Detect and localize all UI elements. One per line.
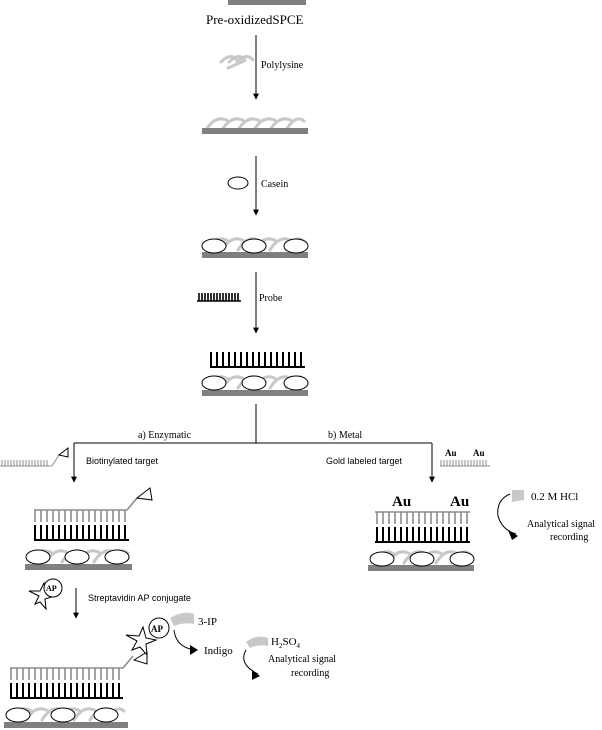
svg-text:Au: Au xyxy=(392,494,411,510)
casein-label: Casein xyxy=(261,179,288,190)
stage-hybridized-enzymatic xyxy=(25,487,153,570)
ap-conjugate-icon: AP xyxy=(28,578,63,611)
curved-arrow-icon xyxy=(497,490,524,540)
enz-signal-line1: Analytical signal xyxy=(268,654,336,665)
triangle-biotin-icon xyxy=(132,651,148,665)
indigo-label: Indigo xyxy=(204,645,233,657)
curved-arrow-icon xyxy=(243,636,268,680)
polylysine-label: Polylysine xyxy=(261,60,304,71)
stage-casein xyxy=(201,237,309,258)
ap-enzyme-icon: AP xyxy=(46,584,57,593)
substrate-3ip-label: 3-IP xyxy=(198,616,217,628)
stage-hybridized-metal: Au Au xyxy=(368,494,475,571)
branch-b-label: b) Metal xyxy=(328,430,362,441)
metal-signal-line1: Analytical signal xyxy=(527,519,595,530)
svg-text:Au: Au xyxy=(445,448,457,458)
hcl-label: 0.2 M HCl xyxy=(531,491,578,503)
conjugate-label: Streptavidin AP conjugate xyxy=(88,593,191,603)
biotinylated-target-icon xyxy=(0,446,69,467)
spce-electrode-top xyxy=(228,0,306,5)
stage-ap-bound: AP xyxy=(4,617,170,728)
svg-text:Au: Au xyxy=(473,448,485,458)
triangle-biotin-icon xyxy=(135,487,153,501)
stage-probe xyxy=(201,352,309,396)
gold-target-icon: Au Au xyxy=(440,448,490,467)
svg-text:Au: Au xyxy=(450,494,469,510)
probe-comb-icon xyxy=(197,293,241,302)
curved-arrow-icon xyxy=(170,612,198,655)
metal-signal-line2: recording xyxy=(550,532,588,543)
probe-label: Probe xyxy=(259,293,283,304)
branch-a-label: a) Enzymatic xyxy=(138,430,192,441)
acid-label: H2SO4 xyxy=(271,636,301,650)
polylysine-loose-icon xyxy=(219,55,255,70)
biotinylated-target-label: Biotinylated target xyxy=(86,456,159,466)
stage-polylysine xyxy=(202,117,308,134)
triangle-biotin-icon xyxy=(57,446,69,458)
ap-enzyme-icon: AP xyxy=(151,624,163,634)
casein-ellipse-icon xyxy=(227,176,249,190)
enz-signal-line2: recording xyxy=(291,668,329,679)
substrate-label: Pre-oxidizedSPCE xyxy=(206,12,304,27)
gold-label-text: Gold labeled target xyxy=(326,456,403,466)
